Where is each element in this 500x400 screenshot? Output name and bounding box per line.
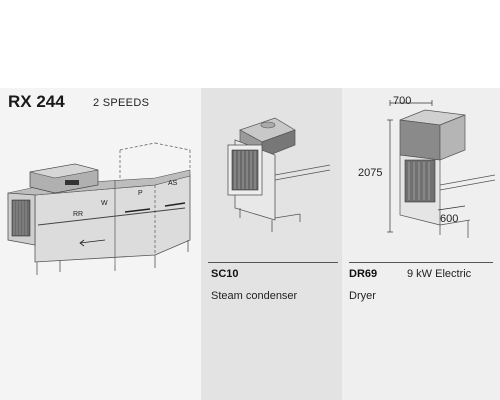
dr69-dryer-illustration: 700 2075 600 xyxy=(358,95,496,238)
zone-label-w: W xyxy=(101,200,108,207)
dr69-divider xyxy=(349,262,493,263)
dimension-height: 2075 xyxy=(358,167,382,179)
zone-label-as: AS xyxy=(168,180,178,187)
sc10-code: SC10 xyxy=(211,268,239,280)
zone-label-p: P xyxy=(138,190,143,197)
dr69-code: DR69 xyxy=(349,268,378,280)
sc10-condenser-illustration xyxy=(227,117,331,232)
dr69-description: Dryer xyxy=(349,290,376,302)
dr69-power: 9 kW Electric xyxy=(407,268,472,280)
dimension-depth: 600 xyxy=(440,213,458,225)
model-title: RX 244 xyxy=(8,92,65,111)
speeds-label: 2 SPEEDS xyxy=(93,97,150,109)
rx244-machine-illustration: RR W P AS xyxy=(7,142,191,275)
sc10-divider xyxy=(208,262,338,263)
dimension-width: 700 xyxy=(393,95,411,107)
zone-label-rr: RR xyxy=(73,211,83,218)
sc10-description: Steam condenser xyxy=(211,290,298,302)
